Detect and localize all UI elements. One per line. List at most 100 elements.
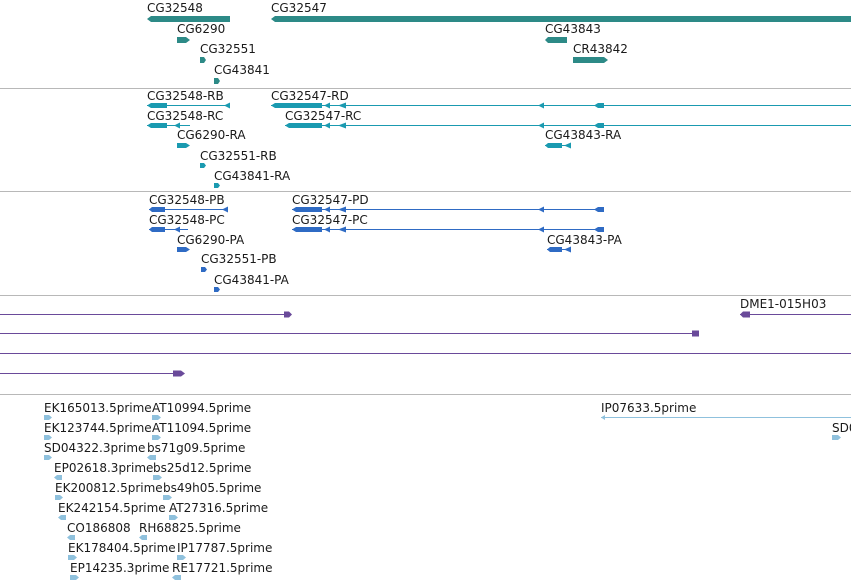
est-label: RE17721.5prime xyxy=(172,561,273,575)
protein-feature[interactable] xyxy=(149,206,228,213)
est-feature[interactable] xyxy=(152,415,161,420)
track-divider xyxy=(0,88,851,89)
protein-feature[interactable] xyxy=(292,226,604,233)
est-feature[interactable] xyxy=(44,435,52,440)
est-feature[interactable] xyxy=(139,535,147,540)
gene-label: CG32551 xyxy=(200,42,256,56)
gene-track: CG32548 CG32547 CG6290 CG43843 CG32551 C… xyxy=(0,0,851,88)
track-divider xyxy=(0,394,851,395)
protein-label: CG43843-PA xyxy=(547,233,622,247)
est-feature[interactable] xyxy=(152,435,161,440)
track-divider xyxy=(0,295,851,296)
transcript-feature[interactable] xyxy=(147,122,190,129)
est-feature[interactable] xyxy=(58,515,66,520)
gene-label: CG43843 xyxy=(545,22,601,36)
est-feature[interactable] xyxy=(169,515,178,520)
gene-feature[interactable] xyxy=(271,16,851,22)
est-label: AT27316.5prime xyxy=(169,501,269,515)
protein-label: CG32548-PB xyxy=(149,193,225,207)
protein-feature[interactable] xyxy=(547,246,571,253)
gene-feature[interactable] xyxy=(214,78,220,84)
est-label: CO186808 xyxy=(67,521,131,535)
est-feature[interactable] xyxy=(44,415,52,420)
est-label: EK165013.5prime xyxy=(44,401,152,415)
gene-feature[interactable] xyxy=(573,57,608,63)
est-feature[interactable] xyxy=(153,475,162,480)
transcript-label: CG32547-RD xyxy=(271,89,349,103)
est-feature[interactable] xyxy=(68,555,77,560)
est-feature[interactable] xyxy=(601,415,851,420)
gene-feature[interactable] xyxy=(177,37,190,43)
est-feature[interactable] xyxy=(163,495,172,500)
protein-feature[interactable] xyxy=(214,287,220,292)
est-label: EP14235.3prime xyxy=(70,561,170,575)
gene-label: CR43842 xyxy=(573,42,628,56)
transcript-feature[interactable] xyxy=(177,143,190,148)
protein-feature[interactable] xyxy=(292,206,604,213)
est-label: AT11094.5prime xyxy=(152,421,252,435)
transcript-track: CG32548-RB CG32547-RD CG32548-RC CG32547… xyxy=(0,89,851,191)
est-feature[interactable] xyxy=(44,455,52,460)
protein-track: CG32548-PB CG32547-PD CG32548-PC CG32547… xyxy=(0,192,851,295)
est-label: RH68825.5prime xyxy=(139,521,241,535)
est-label: AT10994.5prime xyxy=(152,401,252,415)
transcript-feature[interactable] xyxy=(271,102,851,109)
protein-label: CG32547-PC xyxy=(292,213,368,227)
clone-glyphs xyxy=(0,311,851,377)
est-label: bs25d12.5prime xyxy=(153,461,252,475)
est-label: EK242154.5prime xyxy=(58,501,166,515)
protein-label: CG32551-PB xyxy=(201,252,277,266)
clone-feature[interactable] xyxy=(740,311,851,318)
gene-label: CG43841 xyxy=(214,63,270,77)
protein-label: CG32548-PC xyxy=(149,213,225,227)
est-glyphs xyxy=(44,415,851,580)
protein-label: CG32547-PD xyxy=(292,193,369,207)
est-label: EK178404.5prime xyxy=(68,541,176,555)
protein-feature[interactable] xyxy=(201,267,207,272)
est-label: bs71g09.5prime xyxy=(147,441,246,455)
est-feature[interactable] xyxy=(147,455,156,460)
gene-feature[interactable] xyxy=(200,57,206,63)
transcript-feature[interactable] xyxy=(285,122,851,129)
transcript-label: CG43843-RA xyxy=(545,128,622,142)
transcript-label: CG6290-RA xyxy=(177,128,246,142)
transcript-feature[interactable] xyxy=(147,102,230,109)
transcript-label: CG32548-RB xyxy=(147,89,224,103)
transcript-label: CG32548-RC xyxy=(147,109,224,123)
est-label: SD0 xyxy=(832,421,851,435)
est-label: IP07633.5prime xyxy=(601,401,697,415)
gene-feature[interactable] xyxy=(545,37,567,43)
protein-label: CG6290-PA xyxy=(177,233,245,247)
gene-label: CG32548 xyxy=(147,1,203,15)
est-feature[interactable] xyxy=(55,495,63,500)
transcript-label: CG32547-RC xyxy=(285,109,362,123)
est-label: EK200812.5prime xyxy=(55,481,163,495)
transcript-glyphs xyxy=(147,102,851,188)
gene-glyphs xyxy=(147,16,851,84)
gene-feature[interactable] xyxy=(147,16,230,22)
est-feature[interactable] xyxy=(832,435,841,440)
est-feature[interactable] xyxy=(70,575,79,580)
protein-glyphs xyxy=(149,206,604,292)
clone-feature[interactable] xyxy=(0,370,185,377)
transcript-feature[interactable] xyxy=(545,142,571,149)
est-feature[interactable] xyxy=(67,535,75,540)
transcript-label: CG43841-RA xyxy=(214,169,291,183)
est-feature[interactable] xyxy=(172,575,181,580)
protein-label: CG43841-PA xyxy=(214,273,289,287)
protein-feature[interactable] xyxy=(177,247,190,252)
clone-feature[interactable] xyxy=(0,330,699,337)
protein-feature[interactable] xyxy=(149,226,188,233)
clone-feature[interactable] xyxy=(0,311,292,318)
est-label: SD04322.3prime xyxy=(44,441,146,455)
est-label: IP17787.5prime xyxy=(177,541,273,555)
est-label: EP02618.3prime xyxy=(54,461,154,475)
est-feature[interactable] xyxy=(177,555,186,560)
gene-label: CG32547 xyxy=(271,1,327,15)
transcript-feature[interactable] xyxy=(214,183,220,188)
clone-track: DME1-015H03 xyxy=(0,296,851,394)
est-feature[interactable] xyxy=(54,475,62,480)
transcript-feature[interactable] xyxy=(200,163,206,168)
est-track: EK165013.5prime AT10994.5prime IP07633.5… xyxy=(0,395,851,583)
